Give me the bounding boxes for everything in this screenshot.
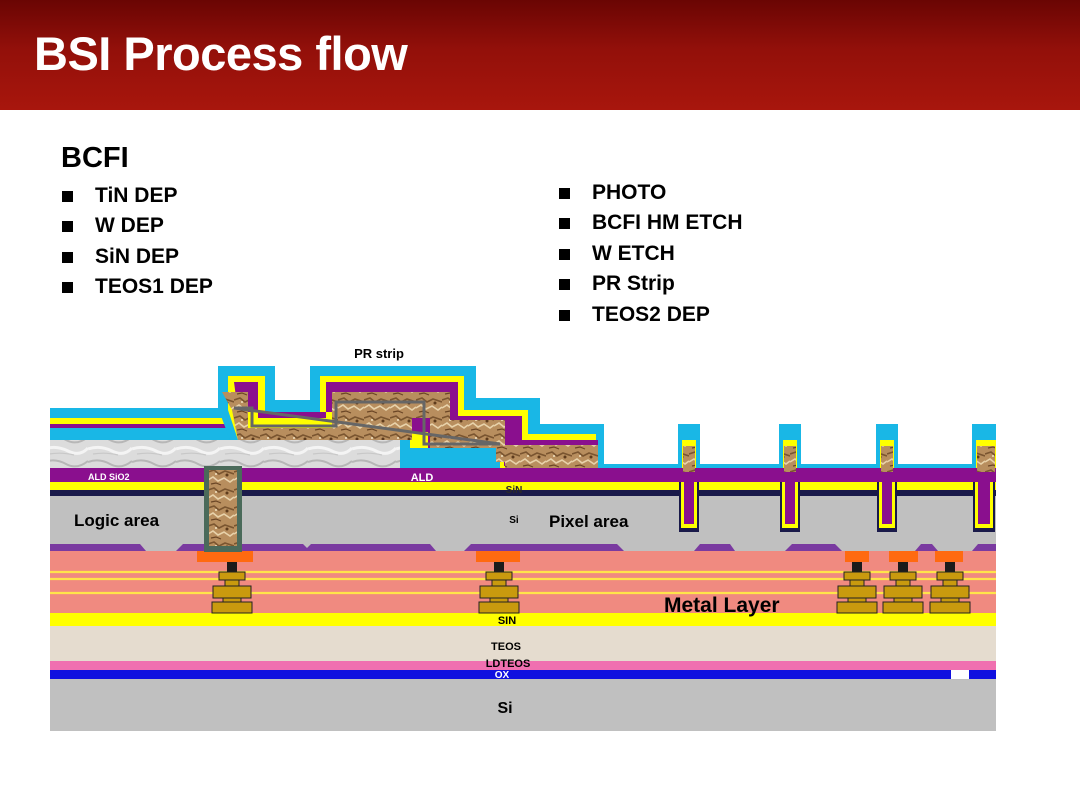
label-pixel-area: Pixel area xyxy=(549,512,629,531)
step-label: TEOS1 DEP xyxy=(95,275,213,299)
step-item: BCFI HM ETCH xyxy=(559,208,743,238)
step-item: TEOS2 DEP xyxy=(559,300,743,330)
teos-layer xyxy=(50,626,996,661)
label-si-mid: Si xyxy=(509,515,519,526)
label-ldteos: LDTEOS xyxy=(486,658,531,670)
square-bullet-icon xyxy=(62,251,73,263)
steps-list-right: PHOTO BCFI HM ETCH W ETCH PR Strip TEOS2… xyxy=(559,178,743,330)
label-ald: ALD xyxy=(411,472,434,484)
si-device-layer xyxy=(50,496,996,551)
label-pr-strip: PR strip xyxy=(354,346,404,361)
step-item: W DEP xyxy=(62,211,213,241)
label-sin-bottom: SIN xyxy=(498,615,516,627)
step-item: SiN DEP xyxy=(62,242,213,272)
step-item: TiN DEP xyxy=(62,181,213,211)
steps-list-left: TiN DEP W DEP SiN DEP TEOS1 DEP xyxy=(62,181,213,303)
square-bullet-icon xyxy=(559,188,570,199)
via-stack xyxy=(836,562,878,614)
ox-gap xyxy=(951,670,969,679)
step-item: PR Strip xyxy=(559,269,743,299)
via-stack xyxy=(211,562,253,614)
label-logic-area: Logic area xyxy=(74,511,160,530)
title-bar xyxy=(0,0,1080,110)
step-item: TEOS1 DEP xyxy=(62,272,213,302)
si-substrate-layer xyxy=(50,679,996,731)
logic-contact-fill xyxy=(209,470,237,546)
via-stack xyxy=(478,562,520,614)
step-label: W DEP xyxy=(95,214,164,238)
step-label: W ETCH xyxy=(592,241,675,265)
pixel-pillar xyxy=(678,424,700,532)
square-bullet-icon xyxy=(62,282,73,294)
slide-title: BSI Process flow xyxy=(34,27,408,80)
square-bullet-icon xyxy=(559,279,570,291)
square-bullet-icon xyxy=(559,218,570,230)
label-ox: OX xyxy=(495,670,510,681)
step-label: TiN DEP xyxy=(95,184,178,207)
ldteos-layer xyxy=(50,661,996,670)
square-bullet-icon xyxy=(559,309,570,321)
label-sin-top: SiN xyxy=(506,485,523,496)
square-bullet-icon xyxy=(559,248,570,260)
step-label: TEOS2 DEP xyxy=(592,302,710,326)
label-metal-layer: Metal Layer xyxy=(664,594,780,617)
step-item: PHOTO xyxy=(559,178,743,208)
pixel-pillar xyxy=(779,424,801,532)
label-ald-sio2: ALD SiO2 xyxy=(88,472,130,482)
section-title: BCFI xyxy=(61,142,129,174)
via-stack xyxy=(929,562,971,614)
pixel-pillar xyxy=(876,424,898,532)
sti-regions xyxy=(50,544,996,551)
step-label: PHOTO xyxy=(592,181,667,204)
square-bullet-icon xyxy=(62,221,73,233)
via-stack xyxy=(882,562,924,614)
label-si-bottom: Si xyxy=(497,700,512,717)
upper-film-stack xyxy=(50,366,996,496)
pixel-pillar xyxy=(972,424,996,532)
sin-bottom-layer xyxy=(50,613,996,626)
step-item: W ETCH xyxy=(559,239,743,269)
contact-pads xyxy=(197,551,963,562)
step-label: BCFI HM ETCH xyxy=(592,211,743,235)
step-label: SiN DEP xyxy=(95,244,180,268)
square-bullet-icon xyxy=(62,191,73,202)
ox-layer xyxy=(50,670,996,679)
label-teos: TEOS xyxy=(491,641,521,653)
step-label: PR Strip xyxy=(592,272,675,296)
